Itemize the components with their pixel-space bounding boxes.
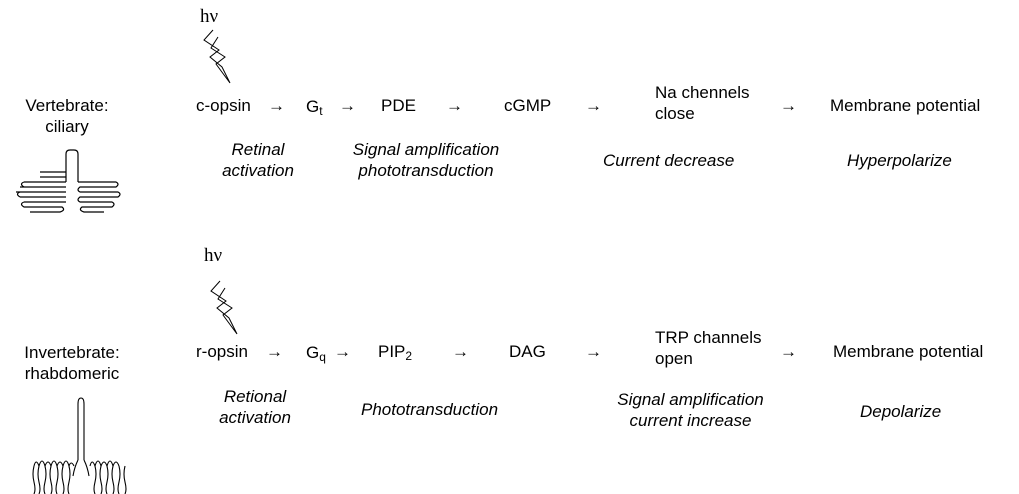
note-retinal-line2: activation [222, 161, 294, 180]
arrow-icon: → [266, 342, 283, 361]
note-signal-amplification: Signal amplification phototransduction [336, 139, 516, 181]
cgmp: cGMP [504, 96, 552, 115]
dag: DAG [509, 342, 546, 361]
na-channels: Na chennels close [655, 82, 750, 124]
g-protein-t-sub: t [319, 104, 323, 118]
note-retinal-line1: Retinal [231, 140, 285, 159]
note-current-decrease: Current decrease [603, 151, 735, 170]
note-signal-line2: phototransduction [358, 161, 494, 180]
vertebrate-label: Vertebrate: ciliary [12, 95, 122, 137]
arrow-icon: → [339, 96, 356, 115]
r-opsin: r-opsin [196, 342, 248, 361]
trp-channels-line1: TRP channels [655, 328, 762, 347]
membrane-potential: Membrane potential [830, 96, 981, 115]
note-signal-amplification-current: Signal amplification current increase [598, 389, 783, 431]
g-protein-t: Gt [306, 96, 323, 117]
light-label: hν [200, 6, 219, 27]
invertebrate-label: Invertebrate: rhabdomeric [12, 342, 132, 384]
note-phototransduction: Phototransduction [361, 400, 499, 419]
arrow-icon: → [780, 96, 797, 115]
pip2-main: PIP [378, 342, 406, 361]
vertebrate-label-line1: Vertebrate: [25, 96, 109, 115]
note-signal-current-line1: Signal amplification [617, 390, 764, 409]
note-signal-line1: Signal amplification [352, 140, 500, 159]
na-channels-line2: close [655, 104, 695, 123]
g-protein-t-main: G [306, 97, 320, 116]
membrane-potential: Membrane potential [833, 342, 984, 361]
light-label: hν [204, 245, 223, 266]
arrow-icon: → [268, 96, 285, 115]
note-retional-line2: activation [219, 408, 291, 427]
arrow-icon: → [452, 342, 469, 361]
g-protein-q-main: G [306, 343, 320, 362]
note-hyperpolarize: Hyperpolarize [847, 151, 952, 170]
note-depolarize: Depolarize [860, 402, 942, 421]
vertebrate-label-line2: ciliary [45, 117, 89, 136]
arrow-icon: → [334, 342, 351, 361]
na-channels-line1: Na chennels [655, 83, 750, 102]
note-signal-current-line2: current increase [629, 411, 752, 430]
pde: PDE [381, 96, 416, 115]
ciliary-photoreceptor-icon [16, 149, 121, 213]
c-opsin: c-opsin [196, 96, 251, 115]
note-retional-line1: Retional [223, 387, 287, 406]
lightning-bolt-icon [203, 29, 231, 84]
note-retional-activation: Retional activation [200, 386, 310, 428]
pip2-sub: 2 [405, 349, 413, 363]
arrow-icon: → [446, 96, 463, 115]
trp-channels: TRP channels open [655, 327, 761, 369]
arrow-icon: → [780, 342, 797, 361]
arrow-icon: → [585, 342, 602, 361]
invertebrate-label-line2: rhabdomeric [24, 364, 120, 383]
g-protein-q-sub: q [319, 350, 326, 364]
pip2: PIP2 [378, 341, 412, 362]
arrow-icon: → [585, 96, 602, 115]
invertebrate-label-line1: Invertebrate: [24, 343, 120, 362]
note-retinal-activation: Retinal activation [208, 139, 308, 181]
g-protein-q: Gq [306, 342, 326, 363]
lightning-bolt-icon [210, 280, 238, 335]
rhabdomeric-photoreceptor-icon [32, 397, 127, 494]
trp-channels-line2: open [655, 349, 693, 368]
